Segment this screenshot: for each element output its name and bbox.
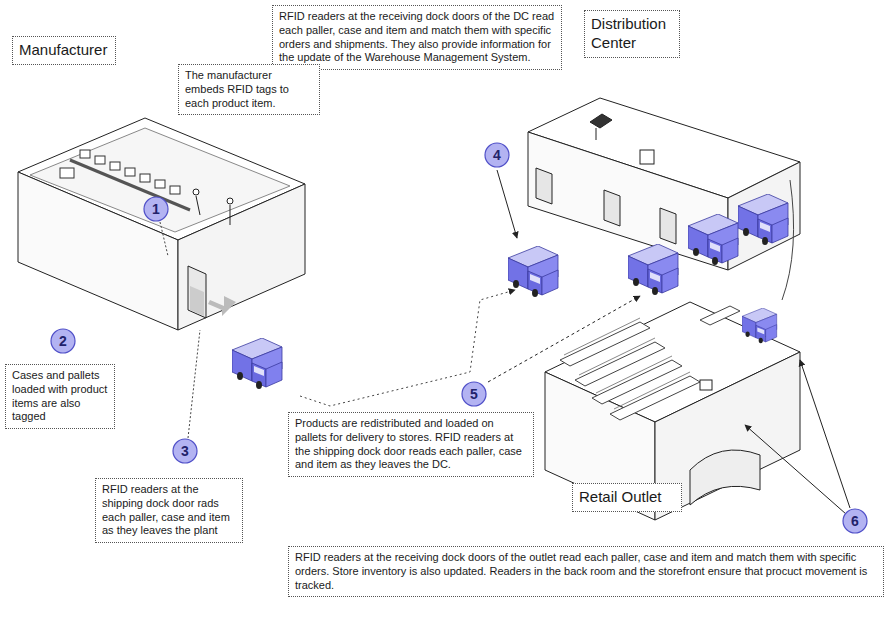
callout-circle-fill <box>173 439 197 463</box>
text-box: RFID readers at the receiving dock doors… <box>272 5 562 70</box>
text-box: Cases and pallets loaded with product it… <box>5 364 115 429</box>
callout-number: 4 <box>493 147 501 163</box>
manufacturer-building <box>18 118 305 330</box>
note-text: The manufacturer embeds RFID tags to eac… <box>185 69 313 110</box>
callout-circle: 5 <box>461 381 487 407</box>
note-text: RFID readers at the receiving dock doors… <box>279 10 555 65</box>
callout-circle: 6 <box>842 508 868 534</box>
callout-circle: 2 <box>50 328 76 354</box>
callout-circle: 4 <box>484 142 510 168</box>
note-text: Distribution Center <box>591 15 673 53</box>
callout-circle-fill <box>144 197 168 221</box>
callout-number: 1 <box>152 201 160 217</box>
text-box: Retail Outlet <box>572 483 682 512</box>
callout-circle-fill <box>462 382 486 406</box>
callout-number: 5 <box>470 386 478 402</box>
callout-circle: 3 <box>172 438 198 464</box>
text-box: RFID readers at the shipping dock door r… <box>95 478 243 543</box>
note-text: Manufacturer <box>19 41 109 60</box>
text-box: RFID readers at the receiving dock doors… <box>288 546 884 597</box>
callout-circle-fill <box>485 143 509 167</box>
text-box: Distribution Center <box>584 10 680 58</box>
note-text: RFID readers at the shipping dock door r… <box>102 483 236 538</box>
callout-number: 6 <box>851 513 859 529</box>
retail-outlet-building <box>545 302 800 520</box>
callout-circle-fill <box>51 329 75 353</box>
callout-number: 3 <box>181 443 189 459</box>
text-box: Manufacturer <box>12 36 116 65</box>
callout-number: 2 <box>59 333 67 349</box>
text-box: Products are redistributed and loaded on… <box>288 412 534 477</box>
callout-circle: 1 <box>143 196 169 222</box>
text-box: The manufacturer embeds RFID tags to eac… <box>178 64 320 115</box>
note-text: Cases and pallets loaded with product it… <box>12 369 108 424</box>
note-text: Retail Outlet <box>579 488 675 507</box>
callout-circle-fill <box>843 509 867 533</box>
note-text: RFID readers at the receiving dock doors… <box>295 551 877 592</box>
note-text: Products are redistributed and loaded on… <box>295 417 527 472</box>
distribution-center-building <box>528 98 800 270</box>
